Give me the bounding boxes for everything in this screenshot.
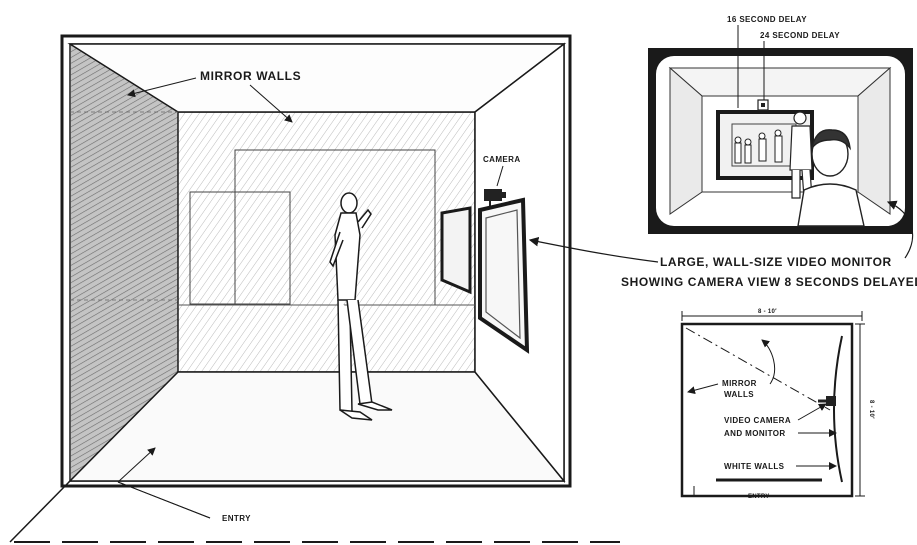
plan-camera-monitor-label-1: VIDEO CAMERA — [724, 416, 791, 425]
person-figure — [329, 192, 393, 421]
back-wall — [177, 111, 476, 373]
room-perspective: MIRROR WALLS CAMERA ENTRY — [9, 34, 620, 543]
plan-depth-dim: 8 - 10′ — [868, 400, 874, 419]
plan-width-dim: 8 - 10′ — [758, 309, 777, 315]
side-panel — [440, 206, 472, 295]
plan-camera-icon — [826, 396, 836, 406]
plan-entry-label: ENTRY — [748, 494, 770, 500]
plan-white-walls-label: WHITE WALLS — [724, 462, 785, 471]
floor-plan: 8 - 10′ 8 - 10′ MIRROR WALLS VIDEO CAMER… — [680, 309, 874, 500]
caption-line-1: LARGE, WALL-SIZE VIDEO MONITOR — [660, 255, 892, 269]
plan-mirror-walls-label-2: WALLS — [724, 390, 754, 399]
caption-arrow-to-screen — [886, 200, 914, 259]
delay-24-label: 24 SECOND DELAY — [760, 31, 840, 40]
delay-16-label: 16 SECOND DELAY — [727, 15, 807, 24]
caption-line-2: SHOWING CAMERA VIEW 8 SECONDS DELAYED — [621, 275, 917, 289]
plan-mirror-walls-label-1: MIRROR — [722, 379, 757, 388]
camera-label: CAMERA — [483, 155, 521, 164]
caption-arrow-to-monitor — [528, 236, 659, 263]
monitor-face-figure — [797, 129, 865, 227]
mirror-walls-label: MIRROR WALLS — [200, 69, 301, 83]
plan-camera-monitor-label-2: AND MONITOR — [724, 429, 786, 438]
wall-monitor — [478, 197, 530, 354]
entry-label: ENTRY — [222, 514, 251, 523]
monitor-view: 16 SECOND DELAY 24 SECOND DELAY — [648, 15, 914, 259]
